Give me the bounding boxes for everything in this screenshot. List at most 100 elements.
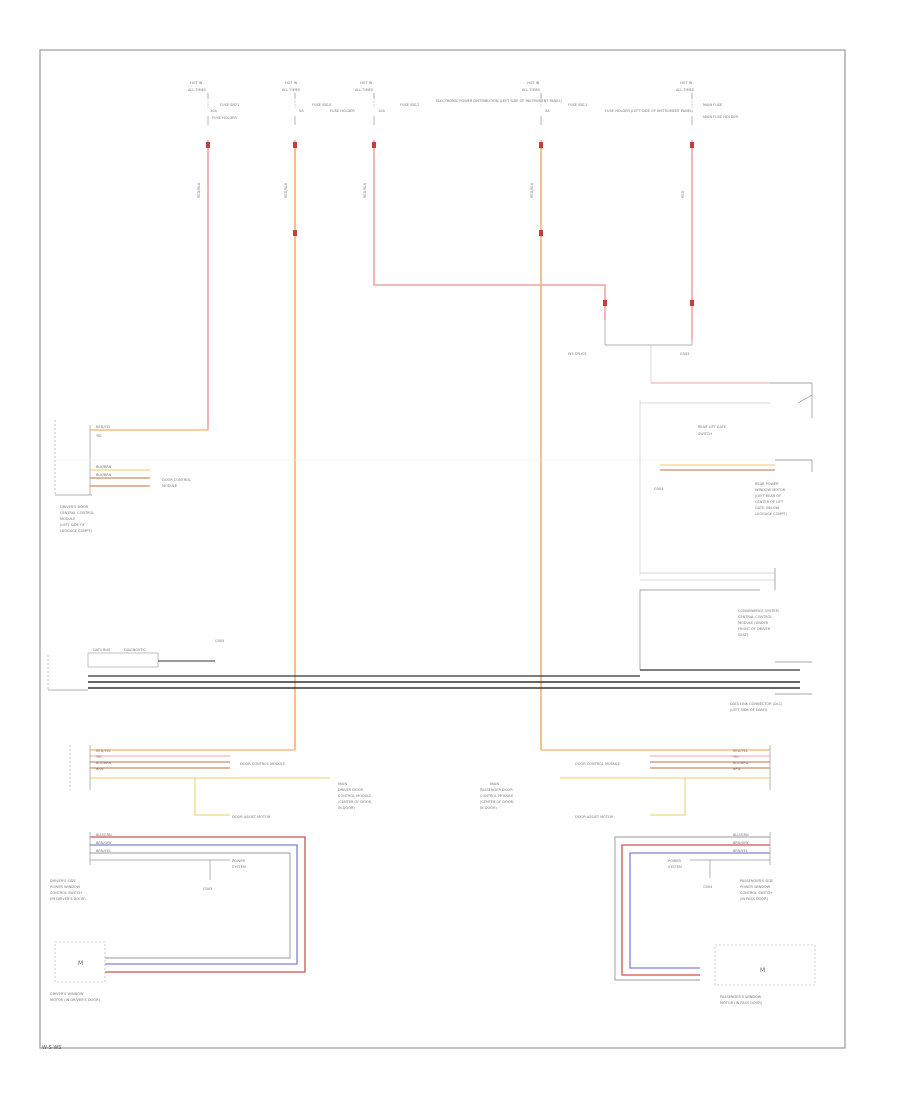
svg-text:BRN/GRY: BRN/GRY bbox=[733, 841, 750, 845]
svg-text:LUGGAGE COMPT): LUGGAGE COMPT) bbox=[60, 529, 93, 533]
svg-text:IN DOOR): IN DOOR) bbox=[338, 806, 355, 810]
svg-text:BRN/GRY: BRN/GRY bbox=[96, 841, 113, 845]
svg-text:(IN PASS DOOR): (IN PASS DOOR) bbox=[740, 897, 769, 901]
svg-text:MOTOR (IN DRIVER'S DOOR): MOTOR (IN DRIVER'S DOOR) bbox=[50, 998, 100, 1002]
svg-text:BLK/BRN: BLK/BRN bbox=[733, 761, 749, 765]
svg-text:5A: 5A bbox=[545, 109, 550, 113]
svg-text:PASSENGER'S WINDOW: PASSENGER'S WINDOW bbox=[720, 995, 762, 999]
svg-text:POWER WINDOW: POWER WINDOW bbox=[740, 885, 771, 889]
svg-text:(CENTER OF DOOR,: (CENTER OF DOOR, bbox=[480, 800, 514, 804]
svg-text:DRIVER'S DOOR: DRIVER'S DOOR bbox=[60, 505, 89, 509]
fuse-1: HOT IN ALL TIMES 10A FUSE SB21 FUSE HOLD… bbox=[188, 81, 239, 430]
svg-text:DOOR ASSIST MOTOR: DOOR ASSIST MOTOR bbox=[575, 815, 614, 819]
svg-text:POWER WINDOW: POWER WINDOW bbox=[50, 885, 81, 889]
svg-text:DOOR CONTROL MODULE: DOOR CONTROL MODULE bbox=[240, 762, 285, 766]
svg-text:ALL TIMES: ALL TIMES bbox=[355, 88, 374, 92]
fuse-note-1: FUSE HOLDER bbox=[212, 116, 237, 120]
diagram-frame bbox=[39, 49, 846, 1049]
svg-text:(IN DRIVER'S DOOR): (IN DRIVER'S DOOR) bbox=[50, 897, 86, 901]
svg-text:G504: G504 bbox=[703, 885, 713, 889]
svg-text:BLK/BRN: BLK/BRN bbox=[96, 473, 112, 477]
svg-text:M: M bbox=[760, 967, 765, 974]
right-trunk-switch: REAR LIFT GATE SWITCH G504 REAR POWER WI… bbox=[639, 382, 813, 575]
svg-text:DOOR ASSIST MOTOR: DOOR ASSIST MOTOR bbox=[232, 815, 271, 819]
svg-text:MAIN: MAIN bbox=[490, 782, 499, 786]
svg-text:YEL: YEL bbox=[96, 434, 102, 438]
svg-text:REAR POWER: REAR POWER bbox=[755, 482, 779, 486]
svg-text:HOT IN: HOT IN bbox=[680, 81, 693, 85]
svg-text:G505: G505 bbox=[215, 639, 224, 643]
svg-text:FRONT OF DRIVER: FRONT OF DRIVER bbox=[738, 627, 771, 631]
svg-text:CENTRAL CONTROL: CENTRAL CONTROL bbox=[738, 615, 772, 619]
svg-text:PASSENGER DOOR: PASSENGER DOOR bbox=[480, 788, 513, 792]
svg-text:BRN: BRN bbox=[96, 767, 104, 771]
svg-text:CONTROL MODULE: CONTROL MODULE bbox=[480, 794, 513, 798]
svg-text:G504: G504 bbox=[654, 487, 664, 491]
svg-text:CONTROL MODULE: CONTROL MODULE bbox=[338, 794, 371, 798]
svg-text:DRIVER'S WINDOW: DRIVER'S WINDOW bbox=[50, 992, 84, 996]
svg-text:CENTER OF LIFT: CENTER OF LIFT bbox=[755, 500, 784, 504]
svg-text:FUSE SB10: FUSE SB10 bbox=[312, 103, 331, 107]
fuse-note-5: MAIN FUSE HOLDER bbox=[703, 115, 739, 119]
svg-text:(LEFT SIDE OF: (LEFT SIDE OF bbox=[60, 523, 85, 527]
fuse-note-3: ELECTRONIC POWER DISTRIBUTION (LEFT SIDE… bbox=[436, 99, 563, 103]
svg-text:YEL: YEL bbox=[733, 755, 739, 759]
svg-text:RED/BLU: RED/BLU bbox=[284, 182, 288, 198]
svg-text:POWER: POWER bbox=[232, 859, 246, 863]
splice-junction: W5 SPLICE G503 bbox=[568, 320, 770, 384]
diagram-code: W-S-WS bbox=[42, 1045, 61, 1051]
svg-text:(CENTER OF DOOR,: (CENTER OF DOOR, bbox=[338, 800, 372, 804]
svg-text:G503: G503 bbox=[680, 352, 689, 356]
svg-text:LUGGAGE COMPT): LUGGAGE COMPT) bbox=[755, 512, 788, 516]
svg-text:10A: 10A bbox=[210, 109, 217, 113]
svg-text:BLU/GRN: BLU/GRN bbox=[96, 833, 112, 837]
svg-text:PASSENGER'S SIDE: PASSENGER'S SIDE bbox=[740, 879, 773, 883]
svg-text:DATA LINK CONNECTOR (DLC): DATA LINK CONNECTOR (DLC) bbox=[730, 702, 783, 706]
svg-text:CONTROL SWITCH: CONTROL SWITCH bbox=[50, 891, 82, 895]
svg-text:FUSE SB21: FUSE SB21 bbox=[220, 103, 239, 107]
left-door-module: RED/YEL YEL BLK/BRN BRN DOOR CONTROL MOD… bbox=[50, 745, 372, 1002]
svg-text:RED/YEL: RED/YEL bbox=[96, 749, 111, 753]
svg-text:DOOR CONTROL: DOOR CONTROL bbox=[162, 478, 191, 482]
svg-text:RED/YEL: RED/YEL bbox=[96, 425, 111, 429]
svg-text:RED/YEL: RED/YEL bbox=[733, 749, 748, 753]
fuse-note-4: FUSE HOLDER (LEFT SIDE OF INSTRUMENT PAN… bbox=[605, 109, 694, 113]
svg-text:ALL TIMES: ALL TIMES bbox=[522, 88, 541, 92]
svg-text:ALL TIMES: ALL TIMES bbox=[676, 88, 695, 92]
fuse-note-2: FUSE HOLDER bbox=[330, 109, 355, 113]
svg-text:POWER: POWER bbox=[668, 859, 682, 863]
svg-text:BLK/BRN: BLK/BRN bbox=[96, 465, 112, 469]
svg-text:MODULE (UNDER: MODULE (UNDER bbox=[738, 621, 769, 625]
svg-text:BRN/YEL: BRN/YEL bbox=[96, 849, 111, 853]
svg-text:CENTRAL CONTROL: CENTRAL CONTROL bbox=[60, 511, 94, 515]
svg-text:HOT IN: HOT IN bbox=[190, 81, 203, 85]
svg-text:IN DOOR): IN DOOR) bbox=[480, 806, 497, 810]
svg-text:SWITCH: SWITCH bbox=[698, 432, 712, 436]
left-switch-module: RED/YEL YEL BLK/BRN BLK/BRN DOOR CONTROL… bbox=[54, 420, 208, 533]
svg-text:BLK/BRN: BLK/BRN bbox=[96, 761, 112, 765]
svg-text:REAR LIFT GATE: REAR LIFT GATE bbox=[698, 425, 726, 429]
svg-text:W5 SPLICE: W5 SPLICE bbox=[568, 352, 587, 356]
svg-text:GATE, BELOW: GATE, BELOW bbox=[755, 506, 780, 510]
svg-text:MAIN: MAIN bbox=[338, 782, 347, 786]
svg-text:ALL TIMES: ALL TIMES bbox=[282, 88, 301, 92]
svg-text:HOT IN: HOT IN bbox=[285, 81, 298, 85]
svg-text:SYSTEM: SYSTEM bbox=[232, 865, 246, 869]
svg-text:BRN/YEL: BRN/YEL bbox=[733, 849, 748, 853]
svg-text:5A: 5A bbox=[299, 109, 304, 113]
svg-text:DRIVER DOOR: DRIVER DOOR bbox=[338, 788, 364, 792]
svg-text:DIAGNOSTIC: DIAGNOSTIC bbox=[124, 648, 147, 652]
svg-text:MODULE: MODULE bbox=[60, 517, 75, 521]
svg-text:10A: 10A bbox=[378, 109, 385, 113]
svg-text:M: M bbox=[78, 960, 83, 967]
fuse-2: HOT IN ALL TIMES 5A FUSE SB10 FUSE HOLDE… bbox=[282, 81, 355, 750]
fuse-3: HOT IN ALL TIMES 10A FUSE SB12 ELECTRONI… bbox=[355, 81, 607, 320]
svg-text:MOTOR (IN PASS DOOR): MOTOR (IN PASS DOOR) bbox=[720, 1001, 763, 1005]
svg-text:BRN: BRN bbox=[733, 767, 741, 771]
svg-text:RED/BLU: RED/BLU bbox=[363, 182, 367, 198]
fuse-4: HOT IN ALL TIMES 5A FUSE SB11 FUSE HOLDE… bbox=[522, 81, 694, 750]
right-convenience-module: CONVENIENCE SYSTEM CENTRAL CONTROL MODUL… bbox=[639, 568, 779, 670]
svg-text:RED/BLU: RED/BLU bbox=[197, 182, 201, 198]
svg-text:RED/BLU: RED/BLU bbox=[530, 182, 534, 198]
